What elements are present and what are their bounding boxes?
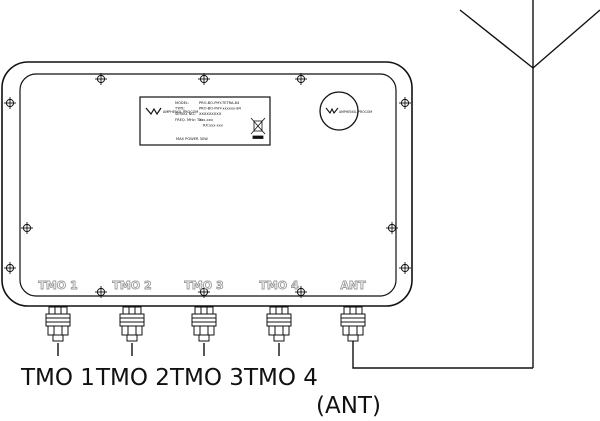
n-connector-icon <box>119 306 145 342</box>
mounting-screws <box>4 73 411 298</box>
nameplate-row-label: MODEL: <box>175 101 189 105</box>
nameplate-row-label: SERIAL NO.: <box>175 112 196 116</box>
screw-icon <box>21 222 33 234</box>
panel-port-label: ANT <box>340 279 366 292</box>
nameplate-row-label: FREQ. MHz: TX: <box>175 118 203 122</box>
brand-badge: AMPHENOL PROCOM <box>319 91 372 131</box>
nameplate-row-value: PRO-BO-PHY-xxxxxx-84 <box>199 107 242 111</box>
screw-icon <box>95 73 107 85</box>
port-2: TMO 2 <box>112 279 152 356</box>
screw-icon <box>399 262 411 274</box>
nameplate-row-value: xxx-xxx <box>199 118 214 122</box>
enclosure-outer <box>1 61 413 307</box>
nameplate-brand: AMPHENOL PROCOM <box>163 110 198 114</box>
antenna-feed-line <box>352 341 533 369</box>
badge-brand: AMPHENOL PROCOM <box>339 110 372 114</box>
panel-port-label: TMO 1 <box>38 279 77 292</box>
antenna-icon <box>459 0 600 368</box>
callout-tmo-3: TMO 3 <box>170 365 244 391</box>
ports: TMO 1 TMO 2 TMO 3 TMO 4 ANT <box>38 279 367 356</box>
port-5: ANT <box>340 279 367 342</box>
panel-port-label: TMO 2 <box>112 279 151 292</box>
nameplate-border <box>139 96 271 146</box>
screw-icon <box>4 262 16 274</box>
nameplate: AMPHENOL PROCOM MODEL: PRO-BO-PHY-TETRA-8… <box>139 96 271 146</box>
n-connector-icon <box>266 306 292 342</box>
n-connector-icon <box>340 306 366 342</box>
screw-icon <box>295 286 307 298</box>
screw-icon <box>4 97 16 109</box>
port-3: TMO 3 <box>184 279 224 356</box>
badge-logo-icon <box>325 107 339 115</box>
nameplate-row-label: RX: <box>203 123 209 127</box>
port-4: TMO 4 <box>259 279 299 356</box>
n-connector-icon <box>45 306 71 342</box>
callout-tmo-1: TMO 1 <box>21 365 95 391</box>
nameplate-row-value: XXXXXXXXX <box>199 112 222 116</box>
brand-badge-circle <box>319 91 359 131</box>
enclosure <box>1 61 413 307</box>
callout-ant: (ANT) <box>316 393 381 419</box>
nameplate-row-label: TYPE: <box>174 107 185 111</box>
enclosure-inner <box>19 73 397 297</box>
screw-icon <box>198 286 210 298</box>
screw-icon <box>386 222 398 234</box>
nameplate-row-value: PRO-BO-PHY-TETRA-84 <box>199 101 240 105</box>
screw-icon <box>198 73 210 85</box>
callout-tmo-2: TMO 2 <box>96 365 170 391</box>
brand-logo-icon <box>145 107 162 116</box>
screw-icon <box>295 73 307 85</box>
weee-bin-icon <box>250 117 266 139</box>
nameplate-max-power: MAX POWER 30W <box>176 137 208 141</box>
panel-port-label: TMO 3 <box>184 279 223 292</box>
n-connector-icon <box>191 306 217 342</box>
callout-tmo-4: TMO 4 <box>244 365 318 391</box>
nameplate-row-value: xxx-xxx <box>209 123 224 127</box>
panel-port-label: TMO 4 <box>259 279 299 292</box>
port-1: TMO 1 <box>38 279 78 356</box>
screw-icon <box>95 286 107 298</box>
screw-icon <box>399 97 411 109</box>
